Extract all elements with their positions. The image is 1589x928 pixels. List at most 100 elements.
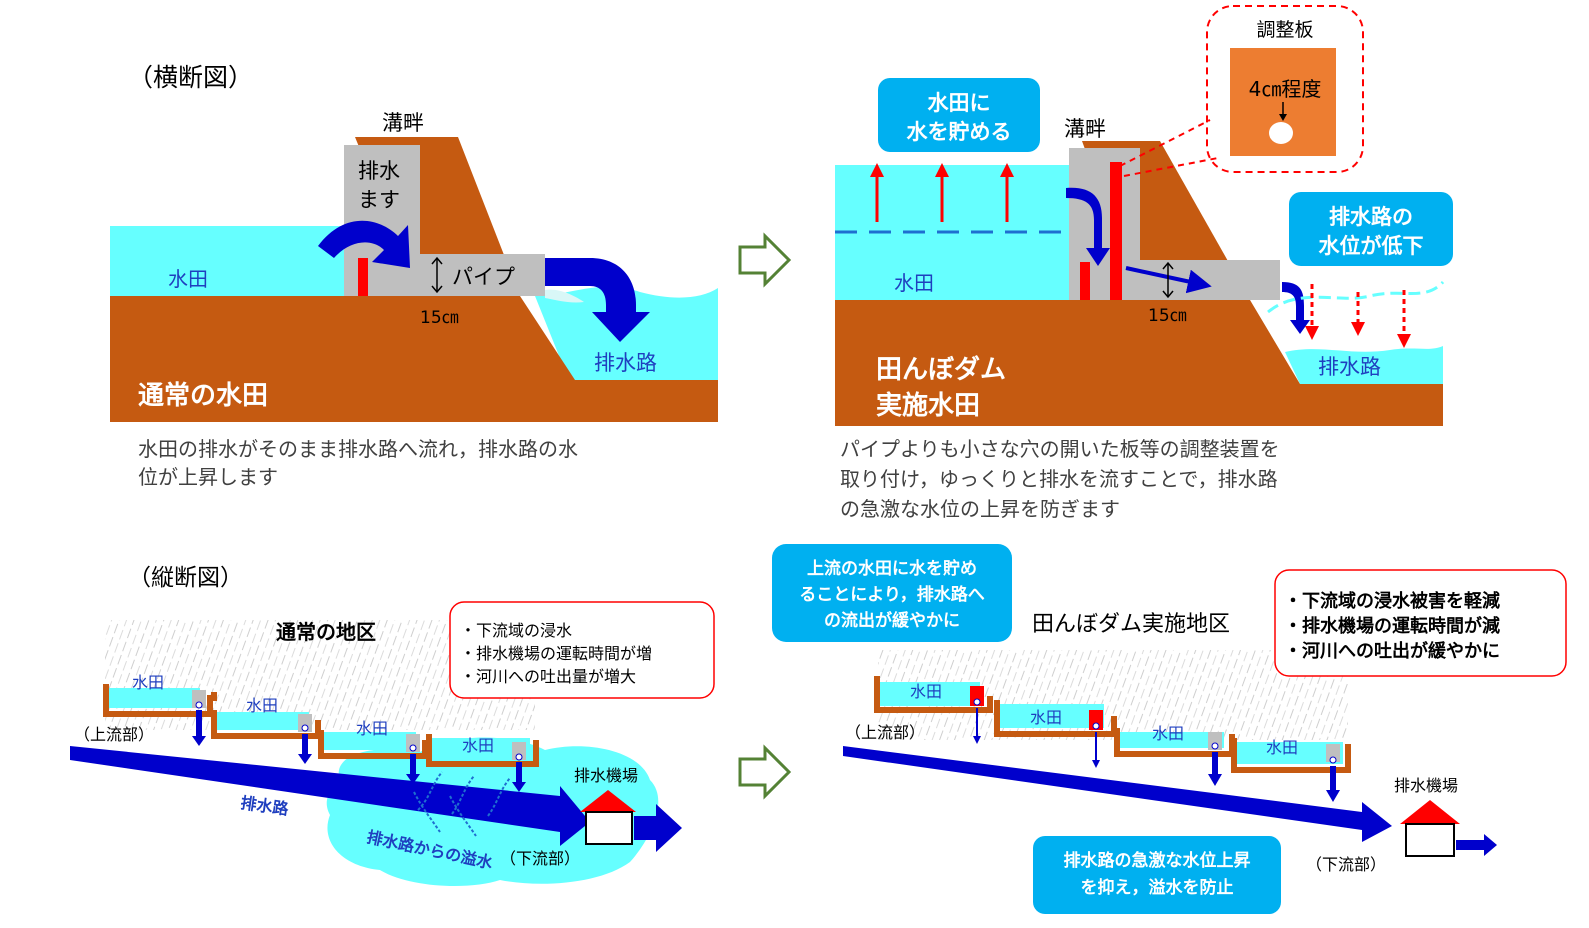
pipe-outlet-splash (545, 289, 584, 303)
flow-arrow-into-box (318, 220, 410, 268)
drainage-channel (70, 746, 590, 846)
dam-drainage-channel (843, 746, 1392, 842)
dam-through-hole-arrow (1125, 266, 1212, 294)
soil-ground (110, 296, 718, 422)
paddy-label-3: 水田 (356, 719, 388, 738)
store-water-callout (878, 78, 1040, 152)
river-discharge-arrow (634, 804, 682, 852)
upstream-storage-callout (772, 544, 1012, 642)
dam-channel-water (1285, 346, 1443, 384)
upstream-label: （上流部） (74, 725, 154, 744)
paddy-label-2: 水田 (246, 696, 278, 715)
normal-cross-section: 溝畔 排水 ます 水田 パイプ 15㎝ 排水路 通常の水田 水田の排水がそのまま… (110, 111, 718, 489)
weir-board (358, 258, 368, 296)
dam-paddy-title-line-2: 実施水田 (876, 390, 980, 421)
normal-effect-2: ・排水機場の運転時間が増 (460, 644, 652, 663)
plate-detail-leader-2 (1123, 157, 1219, 177)
overflow-prevention-callout-line-2: を抑え，溢水を防止 (1081, 877, 1234, 898)
dam-pump-station-label: 排水機場 (1394, 776, 1458, 795)
dam-paddy-step-4 (1231, 738, 1351, 802)
normal-paddy-title: 通常の水田 (138, 381, 268, 411)
plate-detail-leader-1 (1119, 119, 1211, 167)
level-lower-callout-line-1: 排水路の (1329, 205, 1413, 229)
dam-paddy-title-line-1: 田んぼダム (876, 354, 1006, 385)
paddy-label-1: 水田 (132, 673, 164, 692)
plate-hole (1269, 122, 1293, 144)
dam-ridge-label: 溝畔 (1064, 117, 1106, 141)
dam-paddy-label-1: 水田 (910, 682, 942, 701)
dam-paddy-label-3: 水田 (1152, 724, 1184, 743)
drain-box-label-1: 排水 (358, 159, 400, 183)
dam-control-plate (1110, 162, 1122, 300)
dam-river-discharge-arrow (1456, 834, 1497, 856)
store-water-callout-line-2: 水を貯める (907, 120, 1012, 144)
dam-effect-1: ・下流域の浸水被害を軽減 (1284, 590, 1500, 612)
downstream-label: （下流部） (500, 849, 580, 868)
normal-caption-line-2: 位が上昇します (138, 465, 278, 489)
dam-channel-label: 排水路 (1318, 355, 1381, 379)
dam-outlet-arrow (1282, 282, 1310, 334)
dam-effect-3: ・河川への吐出が緩やかに (1284, 640, 1500, 662)
flow-arrow-to-channel (545, 258, 650, 342)
paddy-step-3 (318, 730, 428, 784)
overflow-prevention-callout-line-1: 排水路の急激な水位上昇 (1064, 850, 1251, 871)
dam-effects-box (1274, 569, 1567, 677)
dam-overflow-arrow (1066, 187, 1110, 266)
pump-station-label: 排水機場 (574, 766, 638, 785)
dam-caption-line-1: パイプよりも小さな穴の開いた板等の調整装置を (840, 437, 1280, 461)
dam-paddy-step-2 (994, 700, 1117, 768)
plate-title: 調整板 (1256, 19, 1313, 41)
normal-caption-line-1: 水田の排水がそのまま排水路へ流れ，排水路の水 (138, 437, 578, 461)
paddy-label: 水田 (168, 267, 208, 291)
normal-effect-3: ・河川への吐出量が増大 (460, 667, 636, 686)
pipe-label: パイプ (452, 265, 515, 289)
transition-arrow-bottom (738, 744, 792, 800)
store-water-callout-line-1: 水田に (928, 91, 991, 115)
dam-paddy-label-4: 水田 (1266, 738, 1298, 757)
dam-pump-station (1405, 823, 1455, 857)
normal-longitudinal: ・下流域の浸水 ・排水機場の運転時間が増 ・河川への吐出量が増大 通常の地区 水… (70, 601, 715, 886)
dam-pipe-height-label: 15㎝ (1148, 306, 1187, 326)
dam-cross-section: 水田に 水を貯める 排水路の 水位が低下 調整板 4㎝程度 溝畔 水田 15㎝ … (835, 5, 1453, 521)
dam-rise-arrows (870, 163, 1014, 222)
dam-caption-line-2: 取り付け，ゆっくりと排水を流すことで，排水路 (840, 467, 1278, 491)
dam-paddy-label: 水田 (894, 271, 934, 295)
dam-effect-2: ・排水機場の運転時間が減 (1284, 615, 1500, 637)
upstream-storage-callout-line-1: 上流の水田に水を貯め (807, 558, 977, 579)
dam-longitudinal: 上流の水田に水を貯め ることにより，排水路へ の流出が緩やかに 排水路の急激な水… (772, 544, 1567, 914)
drain-box-label-2: ます (358, 188, 400, 212)
dam-downstream-label: （下流部） (1306, 855, 1386, 874)
paddy-step-1 (103, 684, 217, 746)
dam-caption-line-3: の急激な水位の上昇を防ぎます (840, 497, 1120, 521)
cross-section-heading: （横断図） (128, 63, 253, 92)
pump-station-roof (580, 790, 636, 812)
upstream-storage-callout-line-2: ることにより，排水路へ (799, 584, 984, 605)
transition-arrow-top (738, 232, 792, 288)
dam-level-drop-arrows (1305, 284, 1411, 348)
paddy-label-4: 水田 (462, 736, 494, 755)
normal-effects-box (449, 601, 715, 699)
dam-pump-station-roof (1400, 800, 1460, 824)
level-lower-callout (1289, 192, 1453, 266)
ridge-label: 溝畔 (382, 111, 424, 135)
pipe-height-label: 15㎝ (420, 308, 459, 328)
dam-upstream-label: （上流部） (845, 723, 925, 742)
dam-weir-board (1080, 262, 1090, 300)
dam-district-title: 田んぼダム実施地区 (1032, 612, 1230, 637)
overflow-prevention-callout (1033, 836, 1281, 914)
dam-paddy-label-2: 水田 (1030, 708, 1062, 727)
overflow-arrows (413, 771, 511, 837)
normal-district-title: 通常の地区 (276, 620, 376, 644)
dam-soil-ground (835, 300, 1443, 426)
plate-hole-size-label: 4㎝程度 (1249, 77, 1322, 101)
paddy-step-2 (211, 710, 321, 764)
pump-station (585, 811, 633, 845)
upstream-storage-callout-line-3: の流出が緩やかに (824, 610, 960, 631)
channel-name-label: 排水路 (239, 793, 290, 819)
longitudinal-heading: （縦断図） (128, 565, 243, 591)
channel-label: 排水路 (594, 351, 657, 375)
dam-paddy-step-3 (1114, 728, 1235, 786)
dam-paddy-step-1 (874, 676, 993, 744)
normal-effect-1: ・下流域の浸水 (460, 621, 572, 640)
